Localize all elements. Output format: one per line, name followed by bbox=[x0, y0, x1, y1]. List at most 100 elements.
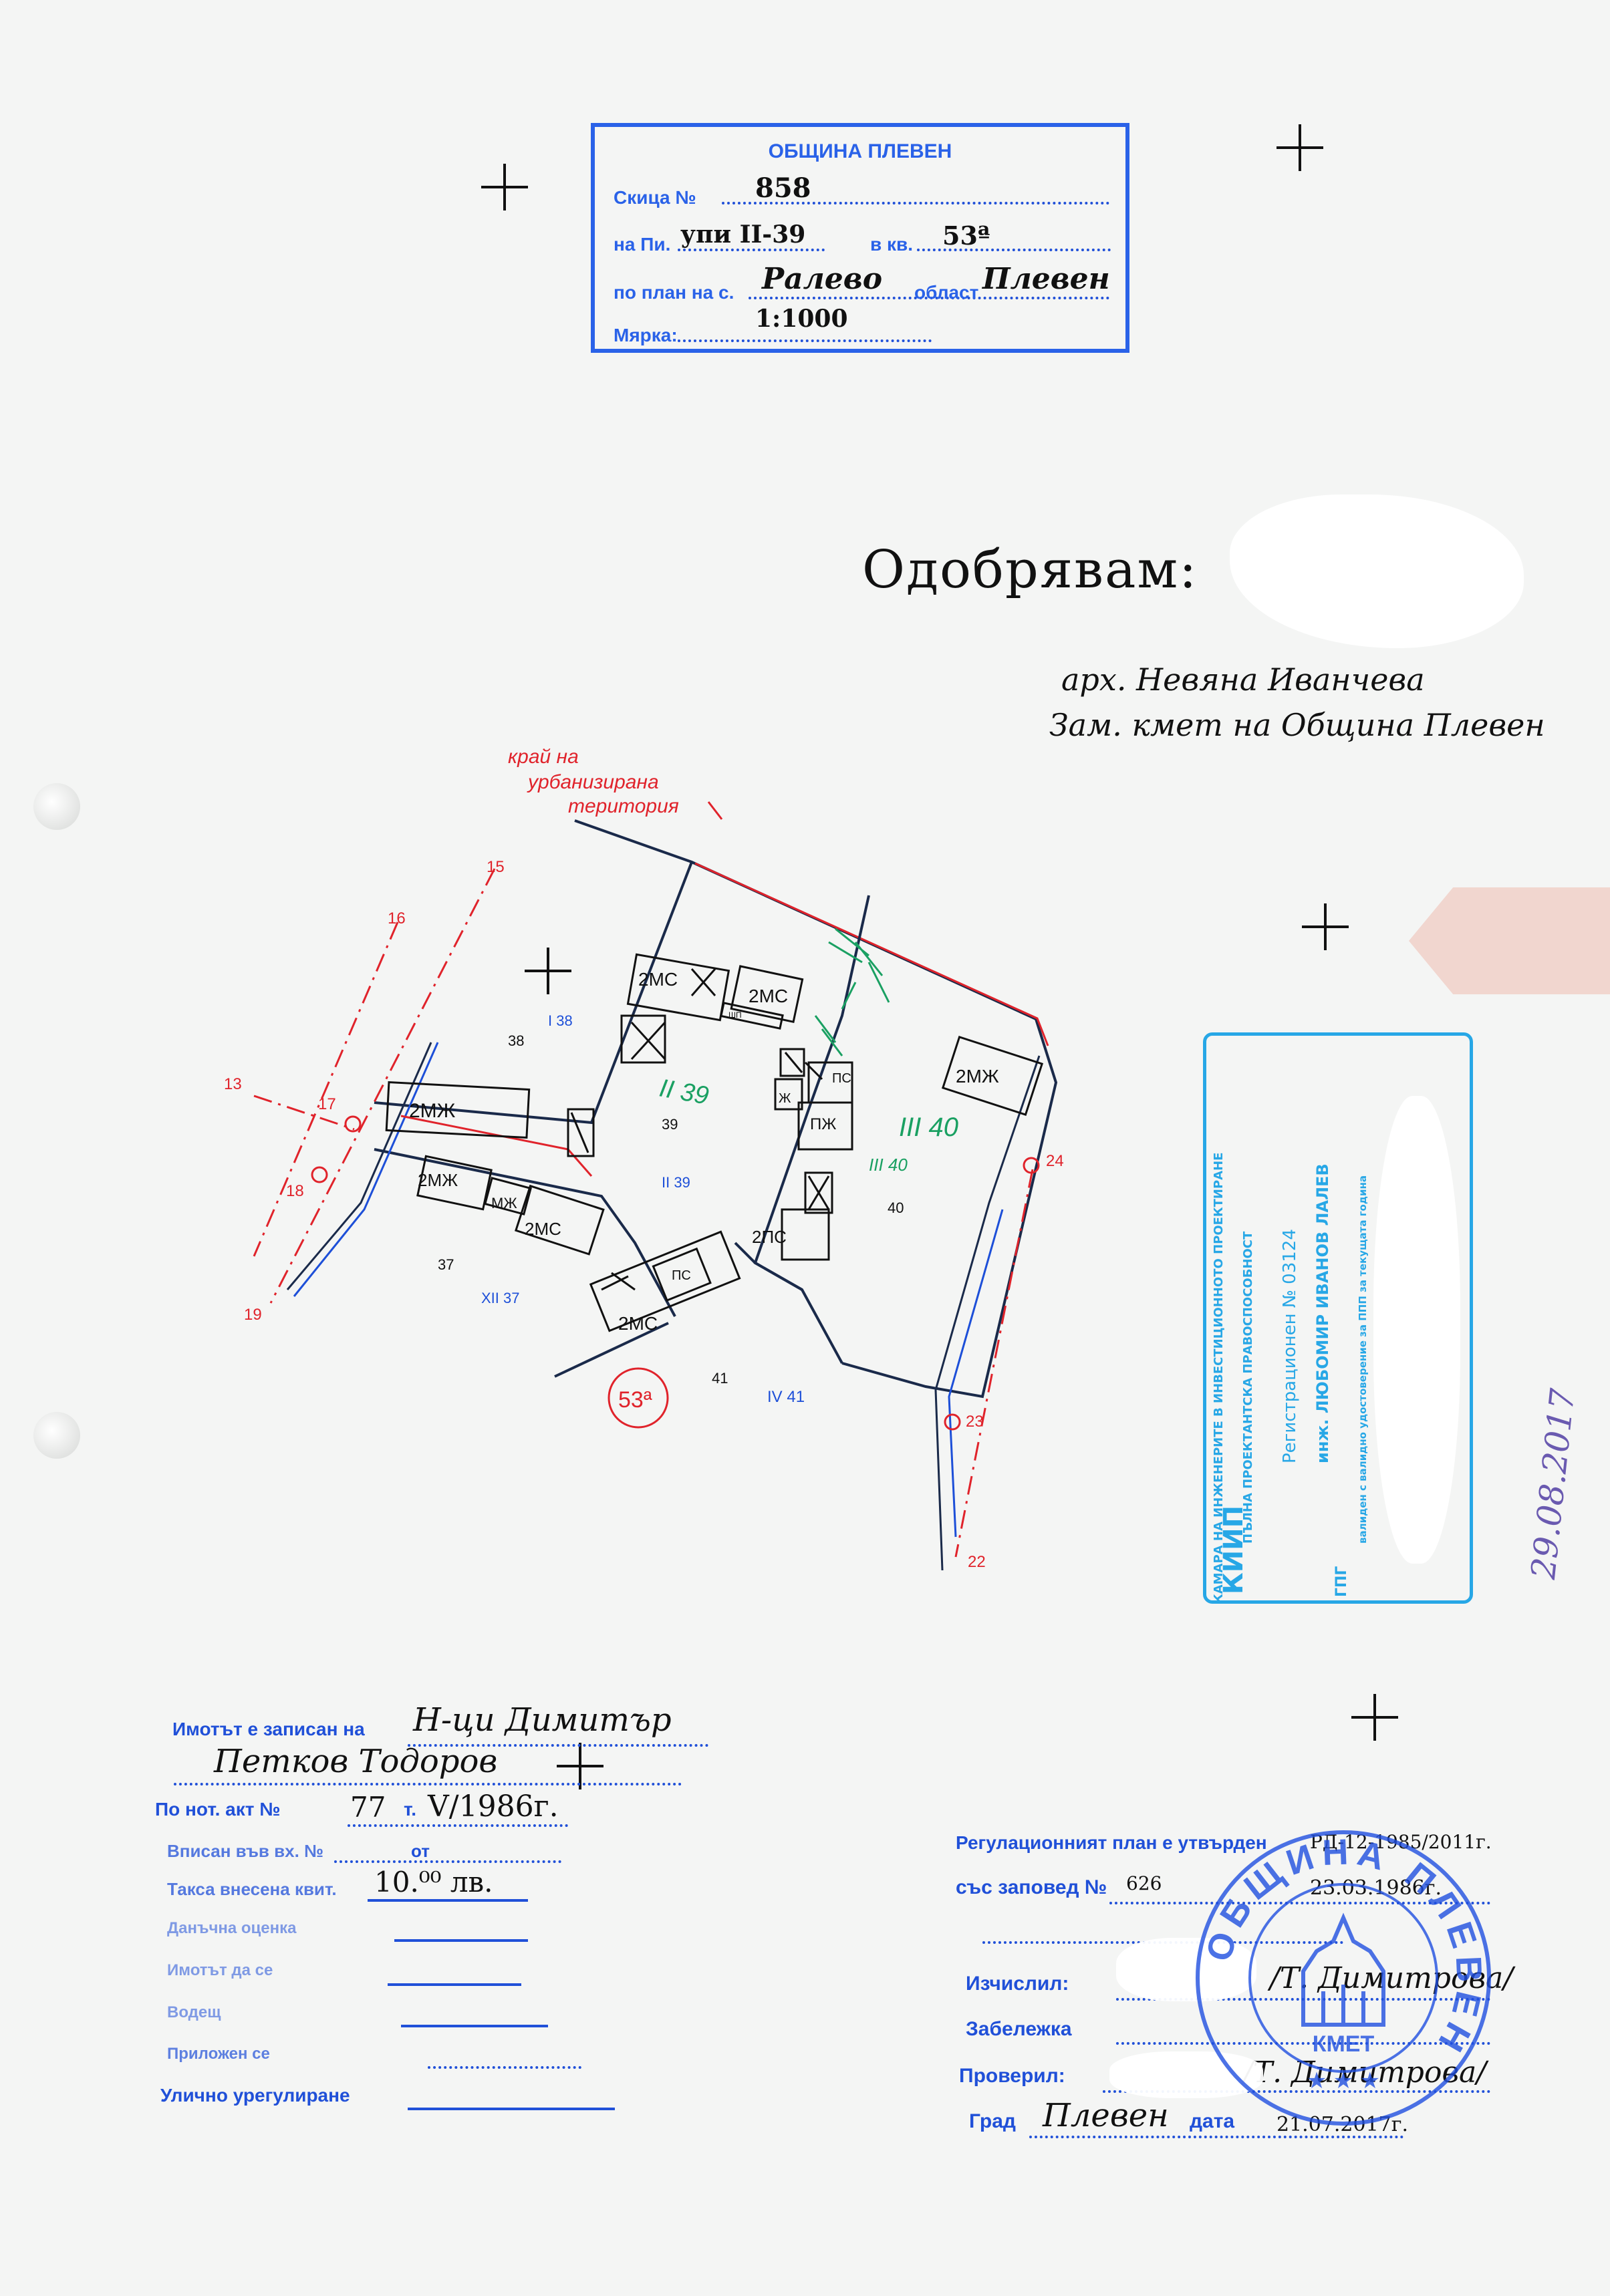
plot-line bbox=[678, 249, 825, 251]
engineer-stamp-caption: ПЪЛНА ПРОЕКТАНТСКА ПРАВОСПОСОБНОСТ bbox=[1241, 1231, 1255, 1544]
plot-regulation-number: XII 37 bbox=[481, 1290, 519, 1306]
scale-label: Мярка: bbox=[614, 325, 678, 345]
registration-cross bbox=[1351, 1694, 1398, 1741]
village-value: Ралево bbox=[762, 262, 883, 296]
attached-line bbox=[428, 2066, 581, 2069]
city-value: Плевен bbox=[1043, 2097, 1169, 2134]
building-label: 2МС bbox=[525, 1219, 561, 1239]
remark-line bbox=[1116, 2042, 1490, 2045]
green-annotation: III 40 bbox=[899, 1113, 958, 1142]
property-line bbox=[388, 1983, 521, 1986]
lead-line bbox=[401, 2025, 548, 2027]
order-label: със заповед № bbox=[956, 1876, 1107, 1898]
tax-label: Данъчна оценка bbox=[167, 1919, 297, 1937]
notary-deed-number: 77 bbox=[350, 1791, 386, 1824]
street-line-left bbox=[286, 1042, 432, 1290]
date-line bbox=[1029, 2136, 1403, 2138]
fee-label: Такса внесена квит. bbox=[167, 1879, 337, 1899]
scale-line bbox=[678, 339, 932, 342]
remark-label: Забележка bbox=[966, 2018, 1072, 2040]
fee-value: 10.⁰⁰ лв. bbox=[374, 1866, 493, 1898]
registration-cross bbox=[525, 948, 571, 994]
owner-value-2: Петков Тодоров bbox=[214, 1743, 498, 1780]
redacted-signature bbox=[1116, 1938, 1256, 2001]
notary-deed-volume: V/1986г. bbox=[428, 1789, 559, 1824]
block-line bbox=[917, 249, 1111, 251]
date-label: дата bbox=[1190, 2110, 1235, 2132]
municipal-seal: ОБЩИНА ПЛЕВЕН КМЕТ ★ ★ ★ bbox=[1196, 1830, 1491, 2126]
plot-label: на Пи. bbox=[614, 234, 671, 255]
punch-hole-bottom bbox=[33, 1412, 80, 1459]
plot-boundary bbox=[374, 1148, 676, 1317]
sketch-number-value: 858 bbox=[755, 172, 811, 204]
plot-number: 39 bbox=[662, 1116, 678, 1133]
point-label: 23 bbox=[966, 1413, 984, 1431]
building-label: ШП bbox=[728, 1010, 742, 1020]
plot-number: 37 bbox=[438, 1256, 454, 1273]
plot-regulation-number: I 38 bbox=[548, 1012, 573, 1029]
property-label: Имотът да се bbox=[167, 1961, 273, 1979]
point-18-marker bbox=[311, 1166, 328, 1183]
plot-number: 41 bbox=[712, 1370, 728, 1387]
plot-boundary bbox=[374, 861, 693, 1125]
red-note-line2: урбанизирана bbox=[527, 771, 659, 793]
city-label: Град bbox=[969, 2110, 1016, 2132]
sketch-number-label: Скица № bbox=[614, 187, 696, 208]
building-label: ПС bbox=[832, 1071, 851, 1086]
fee-line bbox=[368, 1899, 528, 1902]
registered-line bbox=[334, 1860, 561, 1863]
sketch-stamp: ОБЩИНА ПЛЕВЕН Скица № 858 на Пи. упи II-… bbox=[591, 123, 1129, 353]
registration-cross bbox=[557, 1743, 603, 1789]
point-label: 17 bbox=[318, 1095, 336, 1113]
plan-approved-label: Регулационният план е утвърден bbox=[956, 1832, 1267, 1853]
registered-from-label: от bbox=[411, 1841, 430, 1861]
axis-right bbox=[954, 1169, 1034, 1558]
block-label: в кв. bbox=[870, 234, 913, 255]
street-line-right-blue bbox=[948, 1209, 1004, 1538]
building-label: 2ПС bbox=[752, 1227, 787, 1247]
green-hatching bbox=[814, 927, 890, 1056]
tax-line bbox=[394, 1939, 528, 1942]
notary-deed-volume-label: т. bbox=[404, 1799, 417, 1820]
redacted-signature bbox=[1373, 1096, 1460, 1564]
registration-cross bbox=[481, 164, 528, 210]
building-label: 2МС bbox=[749, 986, 788, 1006]
registered-label: Вписан във вх. № bbox=[167, 1841, 323, 1861]
point-label: 22 bbox=[968, 1553, 986, 1571]
approver-position: Зам. кмет на Община Плевен bbox=[1049, 707, 1545, 743]
plot-boundary bbox=[554, 1322, 669, 1378]
owner-label: Имотът е записан на bbox=[172, 1719, 365, 1739]
axis-16 bbox=[253, 921, 399, 1257]
building-label: 2МС bbox=[618, 1313, 658, 1334]
block-value: 53ª bbox=[942, 221, 990, 251]
seal-stars: ★ ★ ★ bbox=[1307, 2068, 1380, 2094]
street-line-left-blue bbox=[293, 1042, 439, 1297]
attached-label: Приложен се bbox=[167, 2045, 270, 2063]
plot-number: 40 bbox=[888, 1199, 904, 1216]
sketch-number-line bbox=[722, 202, 1109, 204]
red-note-line3: територия bbox=[568, 795, 679, 817]
building-label: Ж bbox=[779, 1091, 791, 1106]
red-boundary bbox=[694, 862, 1049, 1046]
scale-value: 1:1000 bbox=[755, 305, 848, 333]
notary-deed-line bbox=[348, 1824, 568, 1827]
street-regulation-line bbox=[408, 2108, 615, 2110]
seal-building-icon bbox=[1301, 1912, 1385, 2027]
region-value: Плевен bbox=[982, 262, 1110, 296]
building-label: 2МЖ bbox=[956, 1066, 999, 1087]
plot-regulation-number: II 39 bbox=[662, 1174, 690, 1191]
approver-name: арх. Невяна Иванчева bbox=[1061, 662, 1425, 698]
checked-by-label: Проверил: bbox=[959, 2065, 1065, 2087]
redacted-signature bbox=[1230, 494, 1524, 648]
plot-boundary bbox=[753, 895, 870, 1364]
calculated-by-value: /Т. Димитрова/ bbox=[1270, 1961, 1514, 1995]
engineer-stamp: КАМАРА НА ИНЖЕНЕРИТЕ В ИНВЕСТИЦИОННОТО П… bbox=[1203, 1032, 1473, 1604]
building-label: 2МЖ bbox=[418, 1170, 458, 1190]
green-annotation: II 39 bbox=[657, 1074, 710, 1111]
plot-regulation-number: IV 41 bbox=[767, 1388, 805, 1406]
calculated-by-label: Изчислил: bbox=[966, 1973, 1069, 1995]
order-number: 626 bbox=[1126, 1872, 1162, 1894]
building-label: 2МЖ bbox=[409, 1100, 456, 1122]
street-line-right bbox=[934, 1055, 1041, 1571]
owner-line-2 bbox=[174, 1783, 682, 1785]
